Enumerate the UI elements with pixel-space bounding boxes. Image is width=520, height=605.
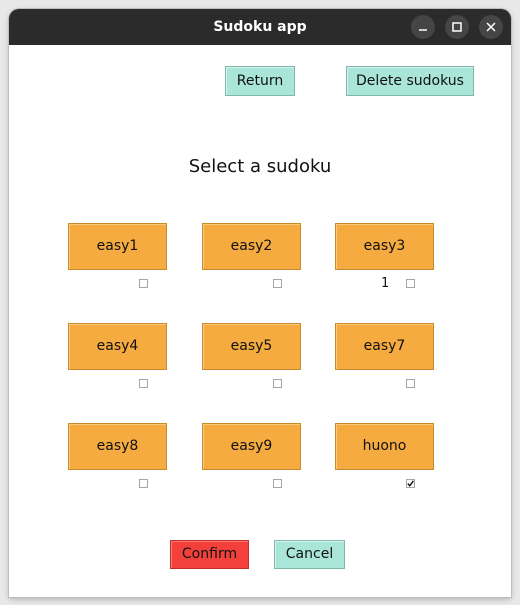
app-window: Sudoku app Return Delete sudokus Select … [9,9,511,597]
checkbox-easy8[interactable] [139,479,148,488]
sudoku-button-easy1[interactable]: easy1 [68,223,167,270]
minimize-button[interactable] [411,15,435,39]
checkbox-huono[interactable] [406,479,415,488]
delete-sudokus-button[interactable]: Delete sudokus [346,66,474,96]
confirm-button[interactable]: Confirm [170,540,249,569]
sudoku-button-easy5[interactable]: easy5 [202,323,301,370]
window-title: Sudoku app [213,19,307,35]
checkbox-easy3[interactable] [406,279,415,288]
cancel-button[interactable]: Cancel [274,540,345,569]
checkbox-easy2[interactable] [273,279,282,288]
sudoku-button-easy4[interactable]: easy4 [68,323,167,370]
maximize-icon [452,22,462,32]
page-heading: Select a sudoku [188,156,332,177]
minimize-icon [419,29,427,31]
sudoku-button-easy9[interactable]: easy9 [202,423,301,470]
sudoku-button-easy7[interactable]: easy7 [335,323,434,370]
check-mark-icon [407,480,414,487]
maximize-button[interactable] [445,15,469,39]
sudoku-button-huono[interactable]: huono [335,423,434,470]
title-bar[interactable]: Sudoku app [9,9,511,45]
return-button[interactable]: Return [225,66,295,96]
close-icon [486,22,496,32]
checkbox-easy4[interactable] [139,379,148,388]
checkbox-easy5[interactable] [273,379,282,388]
close-button[interactable] [479,15,503,39]
sudoku-button-easy2[interactable]: easy2 [202,223,301,270]
checkbox-easy7[interactable] [406,379,415,388]
checkbox-easy1[interactable] [139,279,148,288]
checkbox-easy9[interactable] [273,479,282,488]
count-easy3: 1 [381,276,390,291]
sudoku-button-easy3[interactable]: easy3 [335,223,434,270]
sudoku-button-easy8[interactable]: easy8 [68,423,167,470]
